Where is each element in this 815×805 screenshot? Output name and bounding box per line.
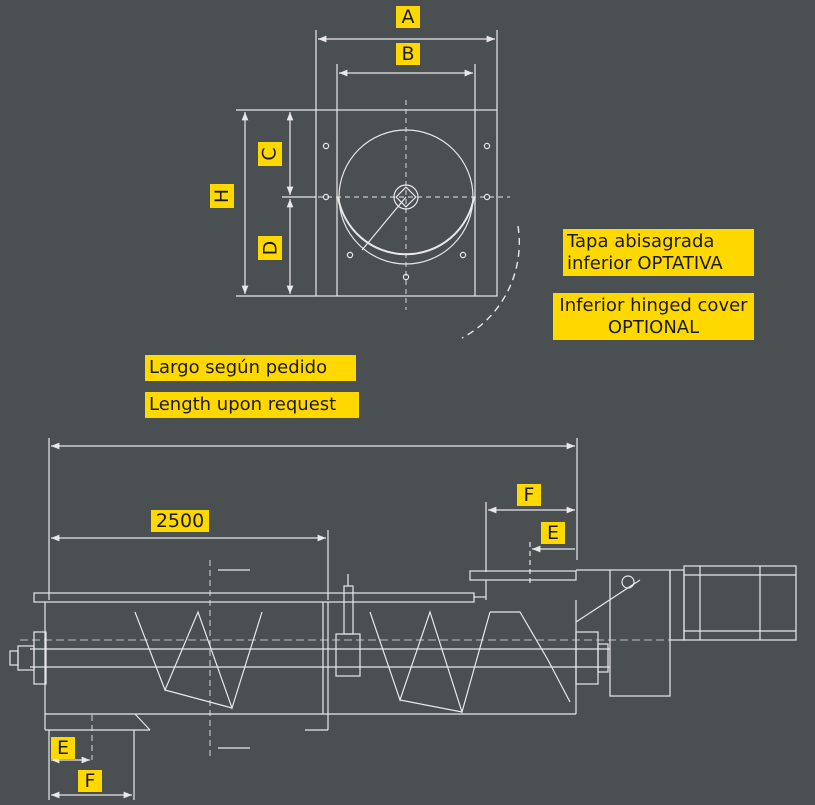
dimension-label-e-bottom: E: [51, 737, 75, 759]
side-view: [9, 438, 800, 800]
dimension-label-c: C: [258, 142, 282, 166]
note-cover-es-line2: inferior OPTATIVA: [567, 252, 723, 274]
note-cover-en: Inferior hinged cover OPTIONAL: [553, 293, 754, 341]
end-view: [236, 30, 520, 339]
note-length-es: Largo según pedido: [145, 355, 356, 381]
note-cover-es-line1: Tapa abisagrada: [567, 231, 715, 252]
note-length-en: Length upon request: [145, 392, 359, 418]
note-cover-es: Tapa abisagrada inferior OPTATIVA: [563, 229, 754, 277]
dimension-label-2500: 2500: [151, 510, 209, 532]
motor: [683, 565, 797, 641]
gearbox: [609, 569, 671, 697]
note-cover-en-line2: OPTIONAL: [607, 316, 700, 338]
top-flange: [33, 592, 475, 603]
dimension-label-f-top: F: [517, 484, 541, 506]
hinged-cover-arc: [461, 225, 520, 339]
note-cover-en-line1: Inferior hinged cover: [559, 295, 748, 316]
dimension-label-f-bottom: F: [78, 770, 102, 792]
dimension-label-a: A: [396, 6, 420, 28]
dimension-label-e-top: E: [541, 522, 565, 544]
dimension-label-h: H: [210, 184, 234, 208]
housing-end-outline: [315, 109, 498, 297]
dimension-label-d: D: [258, 236, 282, 260]
dimension-label-b: B: [396, 43, 420, 65]
